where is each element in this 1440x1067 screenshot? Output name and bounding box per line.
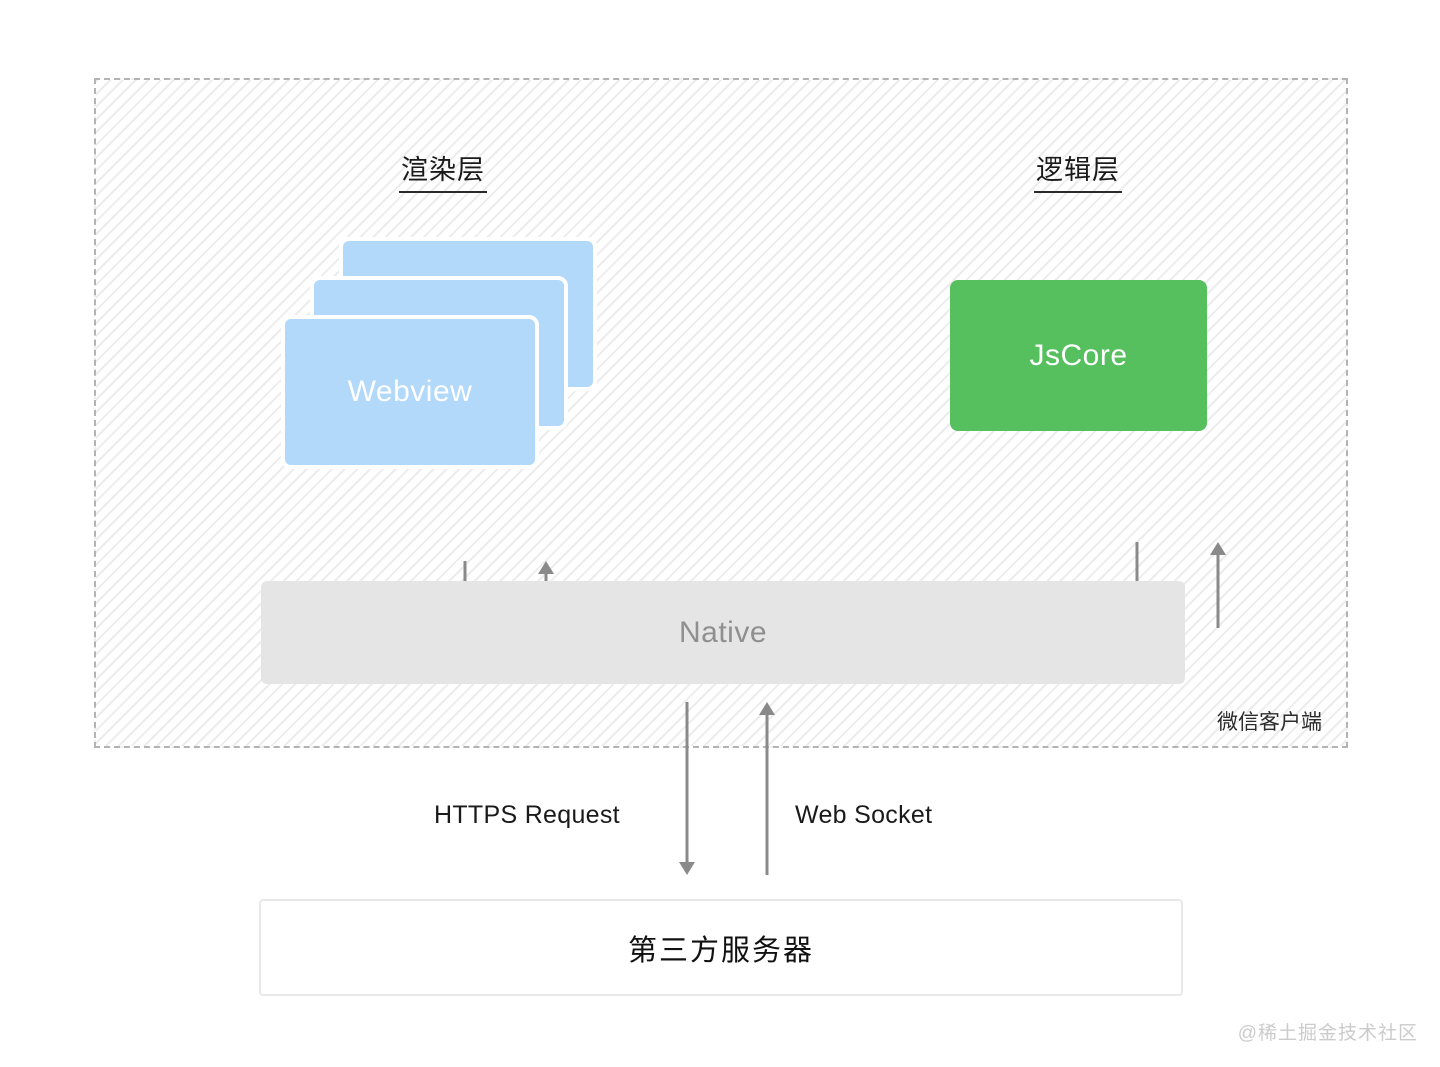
watermark: @稀土掘金技术社区 [1237,1023,1418,1044]
arrow-shaft [1216,552,1220,628]
https-request-label: HTTPS Request [434,801,620,829]
arrow-shaft [685,702,689,865]
wechat-client-container: 渲染层 逻辑层 Webview JsCore Native 微信客户端 [94,78,1348,748]
webview-label: Webview [347,375,473,408]
web-socket-label: Web Socket [795,801,933,829]
render-layer-title-text: 渲染层 [399,148,487,193]
webview-card-front: Webview [281,315,539,469]
native-to-server-arrow [679,702,695,875]
third-party-server-label: 第三方服务器 [627,934,814,967]
jscore-to-native-arrow [1129,542,1145,628]
logic-layer-title: 逻辑层 [948,148,1208,193]
native-bar: Native [261,581,1185,684]
native-to-jscore-arrow [1210,542,1226,628]
native-label: Native [678,615,768,649]
arrow-shaft [1135,542,1139,618]
server-to-native-arrow [759,702,775,875]
jscore-label: JsCore [1029,338,1128,372]
jscore-box: JsCore [950,280,1207,431]
logic-layer-title-text: 逻辑层 [1034,148,1122,193]
arrow-shaft [765,712,769,875]
third-party-server-box: 第三方服务器 [259,899,1183,996]
wechat-client-label: 微信客户端 [1217,711,1322,734]
render-layer-title: 渲染层 [313,148,573,193]
